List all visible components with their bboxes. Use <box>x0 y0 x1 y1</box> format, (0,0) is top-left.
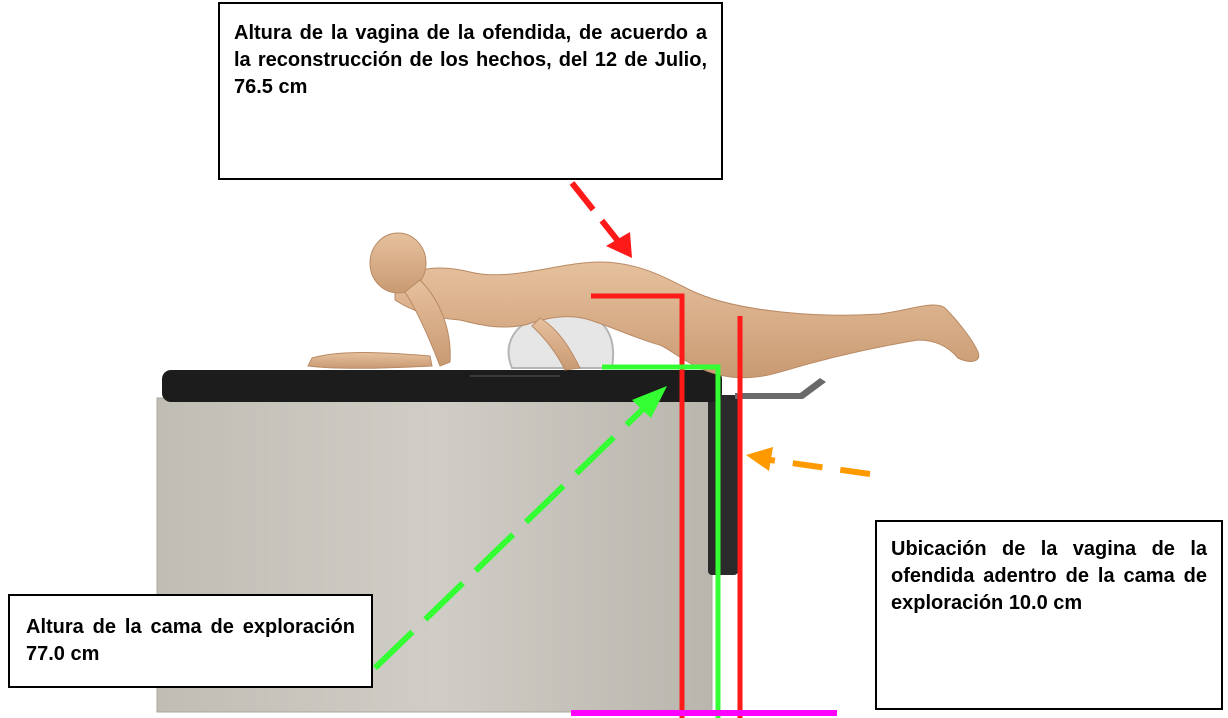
figure-silhouette <box>307 232 980 379</box>
leg-support-panel <box>708 395 738 575</box>
bed-height-text: Altura de la cama de exploración 77.0 cm <box>26 616 355 665</box>
exam-mattress <box>162 370 722 402</box>
green-bed-height-marker <box>602 364 721 718</box>
red-vagina-height-marker <box>591 293 685 718</box>
green-arrow <box>372 386 667 671</box>
vagina-location-callout: Ubicación de la vagina de la ofendida ad… <box>875 520 1223 710</box>
orange-arrow <box>746 447 871 477</box>
bed-height-callout: Altura de la cama de exploración 77.0 cm <box>8 594 373 688</box>
red-arrow-top <box>569 181 632 258</box>
floor-line <box>571 710 837 716</box>
vagina-height-text: Altura de la vagina de la ofendida, de a… <box>234 22 707 98</box>
bed-extension-rail <box>735 378 826 399</box>
vagina-height-callout: Altura de la vagina de la ofendida, de a… <box>218 2 723 180</box>
vagina-location-text: Ubicación de la vagina de la ofendida ad… <box>891 538 1207 614</box>
